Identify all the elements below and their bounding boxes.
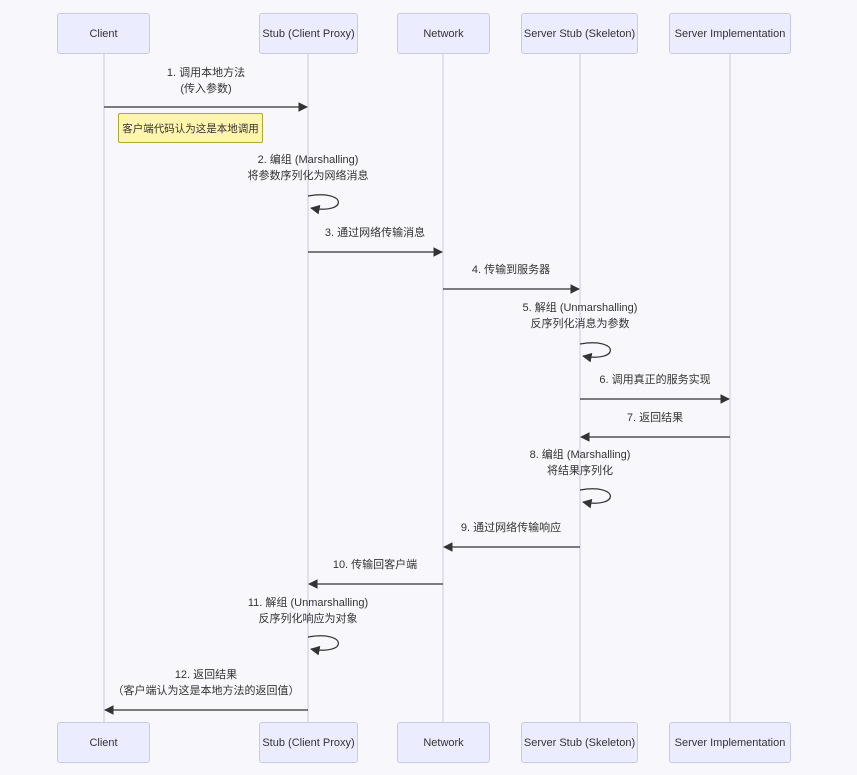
message-text: 9. 通过网络传输响应 (460, 522, 562, 534)
message-text: 将结果序列化 (546, 465, 613, 477)
participant-label: Server Implementation (674, 27, 786, 40)
message-text: (传入参数) (180, 83, 232, 95)
message-text: （客户端认为这是本地方法的返回值） (112, 685, 300, 697)
participant-client-bottom: Client (57, 722, 150, 763)
self-loop-arrow-8 (579, 488, 611, 509)
message-text: 1. 调用本地方法 (166, 67, 246, 79)
self-loop-arrow-2 (307, 194, 339, 215)
message-text: 5. 解组 (Unmarshalling) (522, 302, 638, 314)
message-text: 2. 编组 (Marshalling) (257, 154, 359, 166)
participant-label: Client (89, 736, 118, 749)
participant-server-stub-bottom: Server Stub (Skeleton) (521, 722, 638, 763)
message-label-4: 4. 传输到服务器 (472, 262, 550, 278)
participant-label: Client (89, 27, 118, 40)
participant-network-bottom: Network (397, 722, 490, 763)
message-text: 4. 传输到服务器 (471, 264, 551, 276)
message-text: 12. 返回结果 (174, 669, 238, 681)
message-label-1: 1. 调用本地方法 (传入参数) (167, 65, 245, 97)
note-text: 客户端代码认为这是本地调用 (122, 122, 259, 135)
participant-stub-bottom: Stub (Client Proxy) (259, 722, 358, 763)
message-text: 11. 解组 (Unmarshalling) (247, 597, 369, 609)
participant-label: Stub (Client Proxy) (262, 27, 355, 40)
message-text: 6. 调用真正的服务实现 (599, 374, 711, 386)
message-label-2: 2. 编组 (Marshalling) 将参数序列化为网络消息 (248, 152, 369, 184)
message-label-7: 7. 返回结果 (627, 410, 683, 426)
participant-stub-top: Stub (Client Proxy) (259, 13, 358, 54)
message-text: 8. 编组 (Marshalling) (529, 449, 631, 461)
participant-server-impl-top: Server Implementation (669, 13, 791, 54)
message-text: 将参数序列化为网络消息 (247, 170, 369, 182)
message-label-6: 6. 调用真正的服务实现 (599, 372, 710, 388)
participant-label: Server Stub (Skeleton) (523, 736, 636, 749)
message-label-12: 12. 返回结果 （客户端认为这是本地方法的返回值） (113, 667, 300, 699)
participant-label: Network (423, 736, 464, 749)
participant-label: Server Implementation (674, 736, 786, 749)
participant-network-top: Network (397, 13, 490, 54)
participant-label: Server Stub (Skeleton) (523, 27, 636, 40)
message-label-5: 5. 解组 (Unmarshalling) 反序列化消息为参数 (523, 300, 638, 332)
message-text: 反序列化消息为参数 (530, 318, 630, 330)
message-label-11: 11. 解组 (Unmarshalling) 反序列化响应为对象 (248, 595, 368, 627)
message-label-3: 3. 通过网络传输消息 (325, 225, 425, 241)
message-text: 7. 返回结果 (626, 412, 684, 424)
message-label-9: 9. 通过网络传输响应 (461, 520, 561, 536)
participant-client-top: Client (57, 13, 150, 54)
message-text: 3. 通过网络传输消息 (324, 227, 426, 239)
message-label-10: 10. 传输回客户端 (333, 557, 417, 573)
participant-server-impl-bottom: Server Implementation (669, 722, 791, 763)
message-text: 10. 传输回客户端 (332, 559, 418, 571)
self-loop-arrow-11 (307, 635, 339, 656)
self-loop-arrow-5 (579, 342, 611, 363)
participant-label: Stub (Client Proxy) (262, 736, 355, 749)
participant-server-stub-top: Server Stub (Skeleton) (521, 13, 638, 54)
message-label-8: 8. 编组 (Marshalling) 将结果序列化 (530, 447, 631, 479)
participant-label: Network (423, 27, 464, 40)
note-local-call: 客户端代码认为这是本地调用 (118, 113, 263, 143)
message-text: 反序列化响应为对象 (258, 613, 358, 625)
